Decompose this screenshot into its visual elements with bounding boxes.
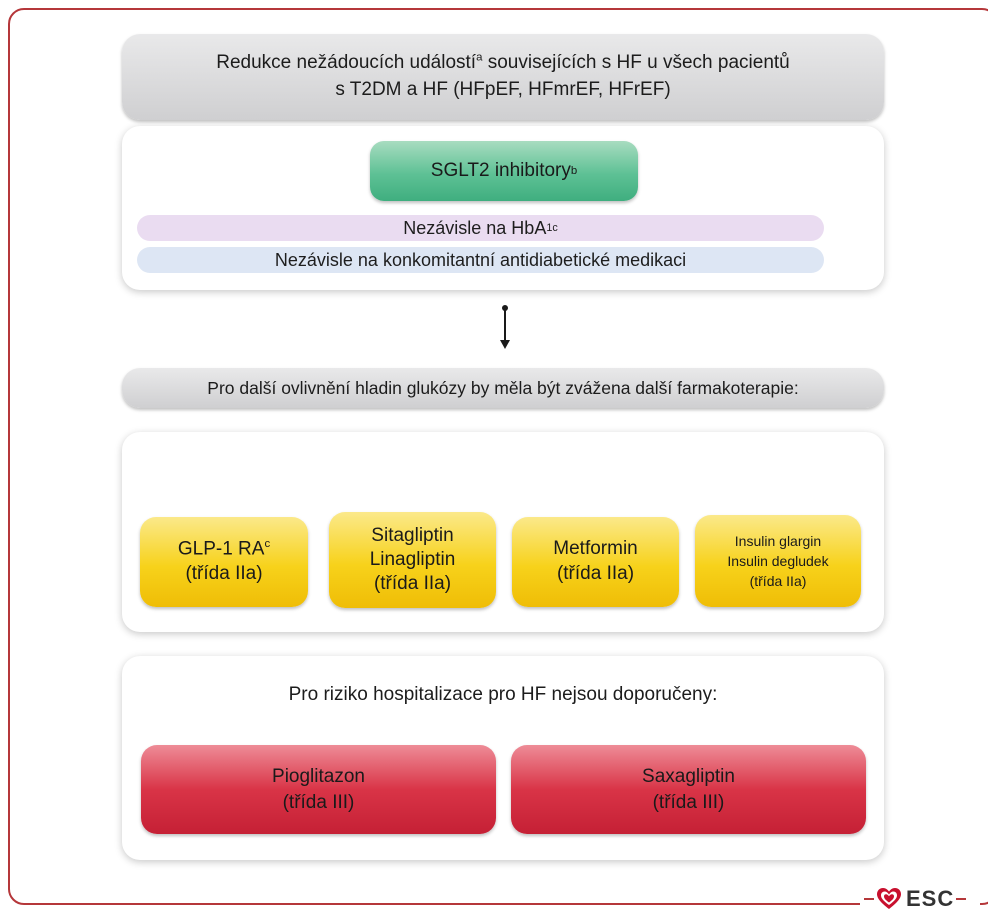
title-banner: Redukce nežádoucích událostía souvisejíc… bbox=[122, 34, 884, 120]
pioglitazone-box: Pioglitazon (třída III) bbox=[141, 745, 496, 834]
hospitalization-title: Pro riziko hospitalizace pro HF nejsou d… bbox=[288, 684, 718, 705]
gliptin-box: Sitagliptin Linagliptin (třída IIa) bbox=[329, 512, 496, 608]
title-line-2: s T2DM a HF (HFpEF, HFmrEF, HFrEF) bbox=[335, 79, 671, 100]
esc-logo: ESC bbox=[862, 886, 968, 912]
esc-text: ESC bbox=[906, 886, 955, 911]
metformin-box: Metformin (třída IIa) bbox=[512, 517, 679, 607]
saxagliptin-box: Saxagliptin (třída III) bbox=[511, 745, 866, 834]
heart-icon bbox=[877, 888, 901, 909]
section2-banner: Pro další ovlivnění hladin glukózy by mě… bbox=[122, 368, 884, 408]
sglt2-label: SGLT2 inhibitory bbox=[430, 160, 571, 181]
double-ended-arrow-icon bbox=[500, 305, 510, 349]
glp1-box: GLP-1 RAc (třída IIa) bbox=[140, 517, 308, 607]
concomitant-strip: Nezávisle na konkomitantní antidiabetick… bbox=[137, 247, 824, 273]
insulin-box: Insulin glargin Insulin degludek (třída … bbox=[695, 515, 861, 607]
title-line-1: Redukce nežádoucích událostía souvisejíc… bbox=[216, 52, 790, 74]
outer-frame bbox=[8, 8, 988, 905]
